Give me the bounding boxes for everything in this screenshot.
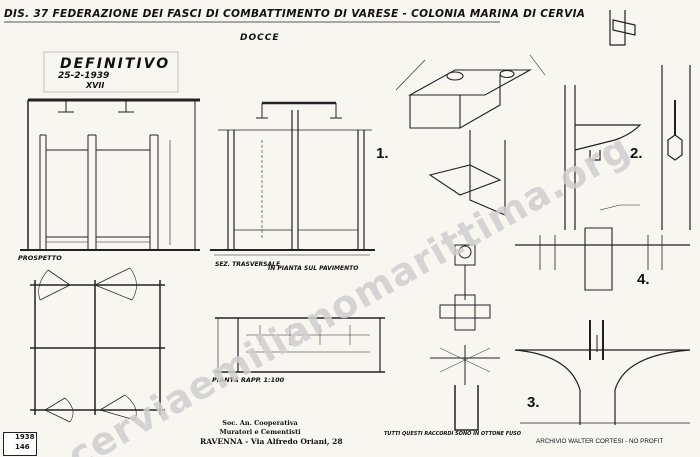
detail-1-number: 1. xyxy=(376,145,389,162)
detail-2-bracket xyxy=(564,10,691,230)
contractor-line-3: RAVENNA - Via Alfredo Oriani, 28 xyxy=(200,437,343,446)
plan-room-view xyxy=(215,317,385,373)
archive-stamp: 1938 146 xyxy=(3,432,37,456)
elevation-view xyxy=(20,98,200,251)
status-label: DEFINITIVO xyxy=(60,56,171,72)
plan-floor-label: IN PIANTA SUL PAVIMENTO xyxy=(268,265,359,272)
section-view xyxy=(210,101,375,256)
stamp-number: 146 xyxy=(15,443,30,451)
contractor-line-2: Muratori e Cementisti xyxy=(219,428,301,436)
plan-label: PIANTA RAPP. 1:100 xyxy=(212,376,285,384)
connector-details xyxy=(430,244,500,431)
detail-1-joint xyxy=(395,54,546,216)
sheet-header: DIS. 37 FEDERAZIONE DEI FASCI DI COMBATT… xyxy=(4,8,586,20)
detail-3-section xyxy=(514,320,691,425)
contractor-line-1: Soc. An. Cooperativa xyxy=(222,419,298,427)
archive-credit: ARCHIVIO WALTER CORTESI - NO PROFIT xyxy=(536,438,664,445)
date-era-label: XVII xyxy=(86,81,105,90)
section-label: SEZ. TRASVERSALE xyxy=(215,261,281,268)
plan-grid-view xyxy=(30,267,165,423)
detail-3-number: 3. xyxy=(527,394,540,411)
detail-4-number: 4. xyxy=(637,271,650,288)
subject-label: DOCCE xyxy=(240,33,280,43)
stamp-year: 1938 xyxy=(15,433,35,441)
detail-2-number: 2. xyxy=(630,145,643,162)
elevation-label: PROSPETTO xyxy=(18,254,62,262)
detail-4-section xyxy=(515,204,690,291)
date-label: 25-2-1939 xyxy=(58,71,110,81)
fittings-note: TUTTI QUESTI RACCORDI SONO IN OTTONE FUS… xyxy=(384,431,522,437)
